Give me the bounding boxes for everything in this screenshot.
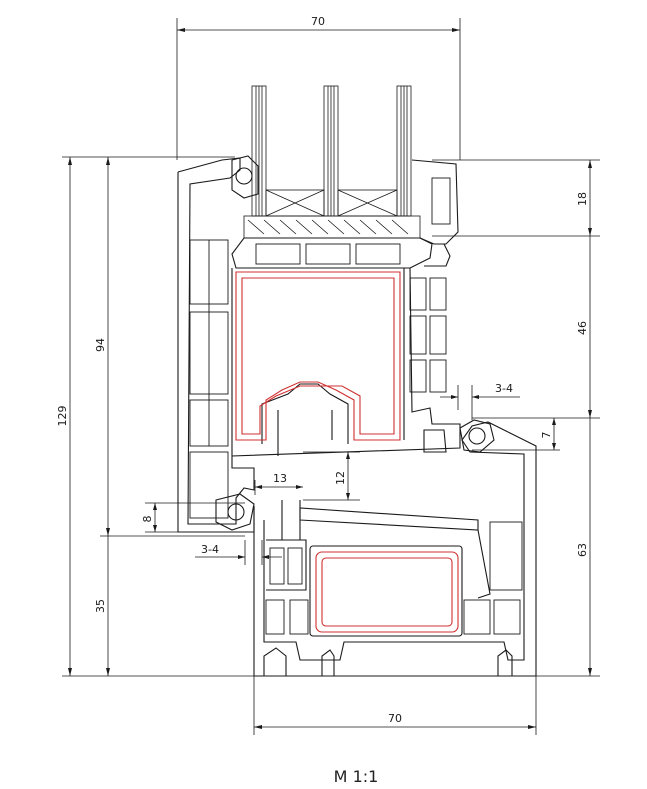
dim-overall-height: 129: [56, 406, 69, 427]
triple-glazing: [243, 85, 421, 239]
dim-gasket-height: 8: [141, 516, 154, 523]
sash-reinforcement: [235, 271, 401, 441]
dim-top-width: 70: [311, 15, 325, 28]
dim-rebate-width: 13: [273, 472, 287, 485]
sash-profile: [177, 155, 461, 533]
dim-glass-rebate: 18: [576, 192, 589, 206]
dim-sash-height: 94: [94, 338, 107, 352]
frame-reinforcement: [309, 545, 463, 637]
frame-profile: [215, 419, 537, 677]
dim-frame-section: 63: [576, 543, 589, 557]
dim-gap-right: 3-4: [495, 382, 513, 395]
scale-label: M 1:1: [334, 767, 379, 786]
dimension-labels: 70 70 129 94 35 18 46 63 7 3-4 3-4 13 12…: [56, 15, 589, 725]
dim-gap-left: 3-4: [201, 543, 219, 556]
dim-bottom-width: 70: [388, 712, 402, 725]
dim-sash-section: 46: [576, 321, 589, 335]
dim-frame-bottom: 35: [94, 599, 107, 613]
dim-rebate-depth: 12: [334, 471, 347, 485]
dim-small-seven: 7: [540, 432, 553, 439]
